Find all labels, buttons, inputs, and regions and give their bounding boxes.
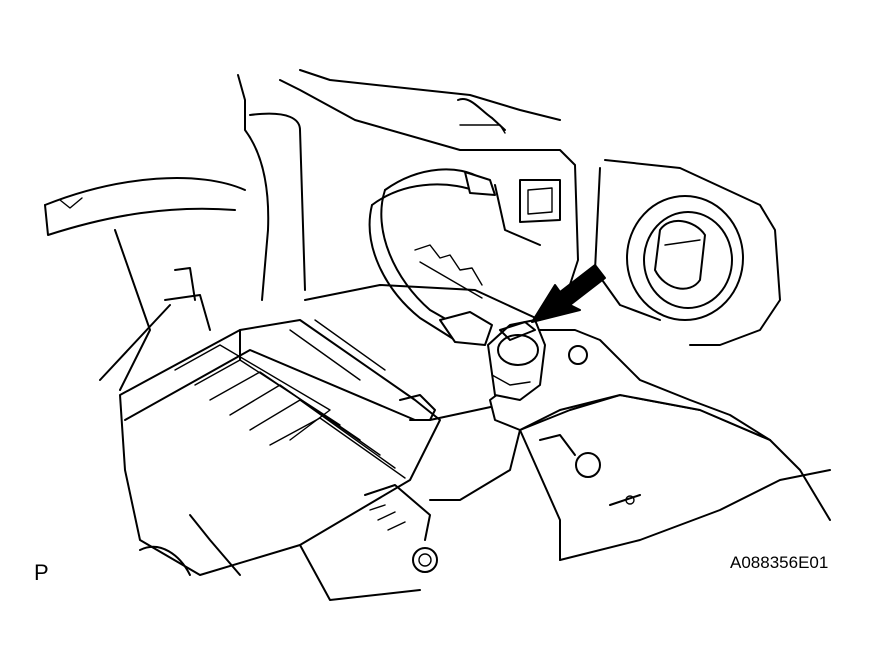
headlamp-housing — [594, 159, 781, 346]
battery-cable — [368, 168, 496, 346]
left-fender — [44, 177, 246, 391]
battery-terminal-bracket — [487, 319, 771, 441]
arrow-icon — [531, 264, 606, 323]
body-panel — [237, 69, 579, 301]
figure-id: A088356E01 — [730, 553, 829, 572]
view-label: P — [34, 560, 49, 585]
fuse-box — [119, 267, 441, 601]
